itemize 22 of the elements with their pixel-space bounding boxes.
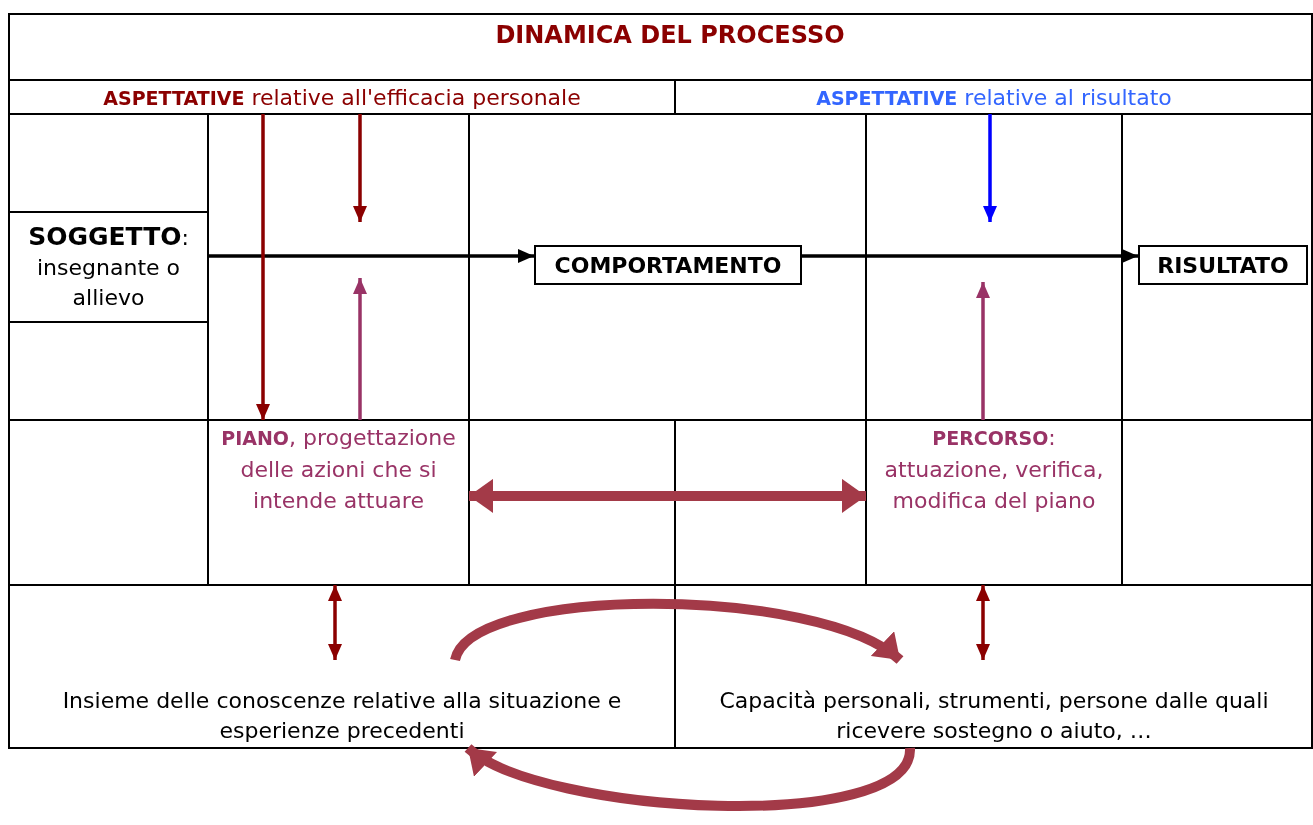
text-cell: PIANO, progettazione delle azioni che si intende attuare — [208, 420, 469, 585]
diagram-title: DINAMICA DEL PROCESSO — [494, 20, 846, 51]
arrow — [353, 278, 367, 420]
process-box: RISULTATO — [1138, 245, 1308, 285]
block-arrow — [465, 743, 915, 811]
subject-cell: SOGGETTO: insegnante o allievo — [9, 212, 208, 322]
text-cell: PERCORSO: attuazione, verifica, modifica del piano — [866, 420, 1122, 585]
block-arrow — [450, 598, 903, 665]
arrow — [353, 114, 367, 222]
arrow — [976, 585, 990, 660]
arrow — [976, 282, 990, 420]
process-box: COMPORTAMENTO — [534, 245, 802, 285]
arrow — [256, 114, 270, 420]
text-cell: Insieme delle conoscenze relative alla situazione e esperienze precedenti — [9, 660, 675, 748]
arrow — [328, 585, 342, 660]
arrow — [983, 114, 997, 222]
text-cell: Capacità personali, strumenti, persone dalle quali ricevere sostegno o aiuto, … — [675, 660, 1313, 748]
block-arrow — [469, 478, 866, 513]
arrow — [802, 249, 1138, 263]
header-cell: ASPETTATIVE relative all'efficacia personale — [9, 80, 675, 114]
header-cell: ASPETTATIVE relative al risultato — [675, 80, 1313, 114]
arrow — [208, 249, 534, 263]
